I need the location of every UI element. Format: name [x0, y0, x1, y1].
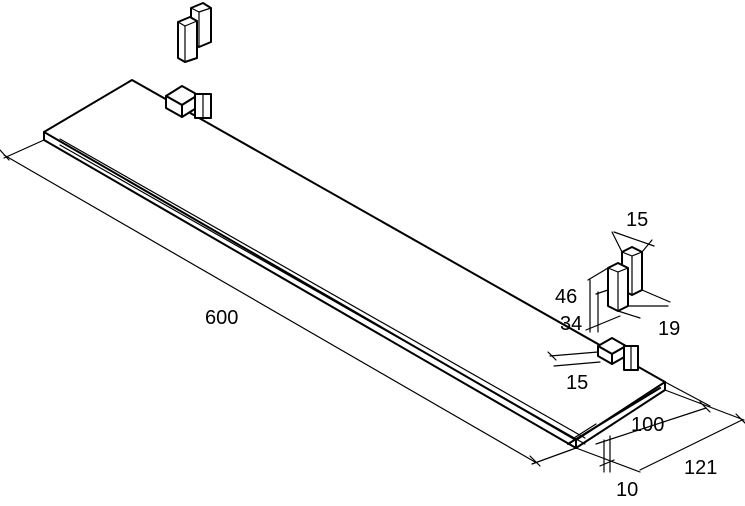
dim-bracket-height-inner-label: 34: [560, 313, 582, 335]
right-bracket-mounted: [597, 337, 639, 371]
dim-bracket-width-side-label: 15: [566, 372, 588, 394]
dim-shelf-depth-inner-label: 100: [631, 414, 664, 436]
right-bracket-exploded: [607, 246, 643, 312]
left-bracket-exploded: [177, 2, 212, 63]
dim-length-label: 600: [205, 307, 238, 329]
dim-bracket-height-outer-label: 46: [555, 286, 577, 308]
left-bracket-mounted: [165, 85, 212, 119]
dimension-labels: 600 15 46 34 19 15 100 121 10: [205, 209, 717, 501]
dim-bracket-depth-label: 19: [658, 318, 680, 340]
dim-bracket-width-top-label: 15: [626, 209, 648, 231]
dim-shelf-depth-outer-label: 121: [684, 457, 717, 479]
dim-shelf-thickness-label: 10: [616, 479, 638, 501]
dimension-lines: [0, 139, 745, 473]
shelf-board: [43, 79, 666, 449]
